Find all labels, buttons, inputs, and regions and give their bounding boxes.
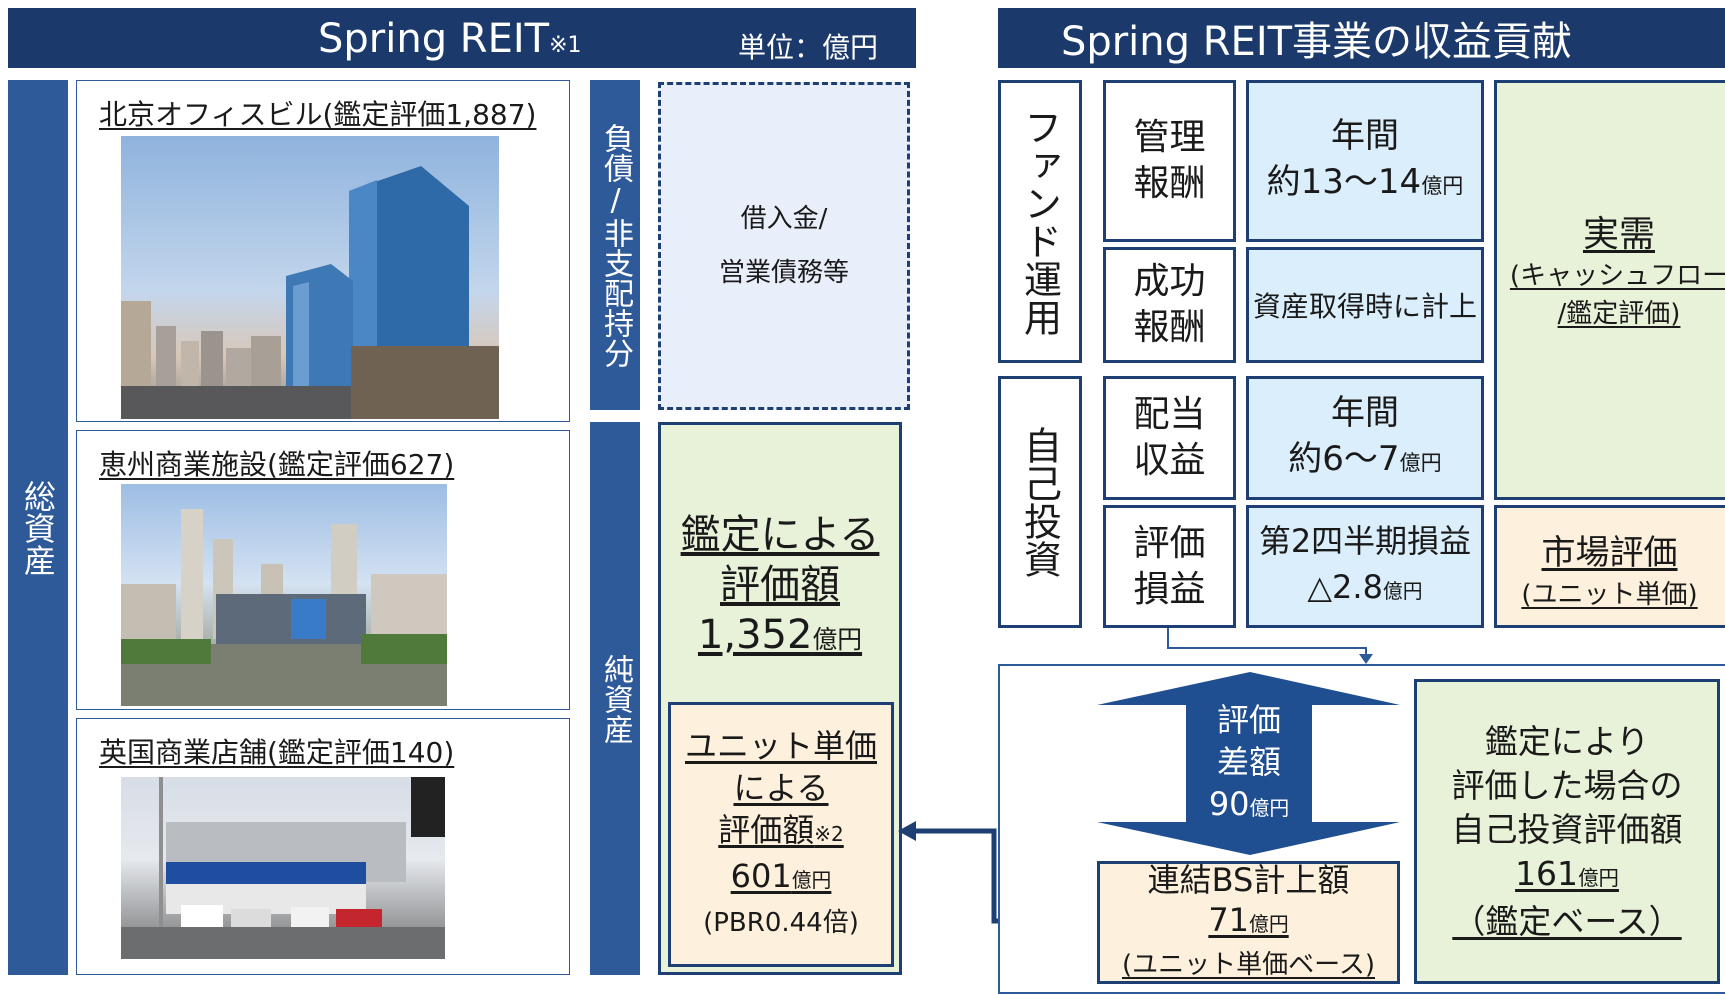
appraisal-value-text: 鑑定による 評価額 1,352億円 xyxy=(660,510,900,665)
mgmt-fee-label: 管理報酬 xyxy=(1103,80,1236,242)
liability-box: 借入金/ 営業債務等 xyxy=(658,82,910,410)
total-assets-bar: 総資産 xyxy=(8,80,68,975)
right-header: Spring REIT事業の収益貢献 xyxy=(998,8,1725,68)
actual-demand-box xyxy=(1494,80,1725,500)
valuation-pl-label: 評価損益 xyxy=(1103,505,1236,628)
uk-retail-photo xyxy=(121,777,445,959)
success-fee-label: 成功報酬 xyxy=(1103,247,1236,363)
beijing-office-photo xyxy=(121,136,499,419)
unit-label: 単位：億円 xyxy=(738,31,879,64)
fund-ops-label: ファンド運用 xyxy=(998,80,1082,363)
diff-arrow-text: 評価 差額 90億円 xyxy=(1208,700,1290,823)
mgmt-fee-value: 年間 約13〜14億円 xyxy=(1246,80,1484,242)
huizhou-mall-photo xyxy=(121,484,447,706)
consolidated-bs-box: 連結BS計上額 71億円 (ユニット単価ベース) xyxy=(1097,861,1400,984)
appraisal-self-invest-box: 鑑定により 評価した場合の 自己投資評価額 161億円 （鑑定ベース） xyxy=(1414,679,1720,984)
unit-price-value: 601億円 xyxy=(730,857,832,895)
property-card-huizhou: 恵州商業施設(鑑定評価627) xyxy=(76,430,570,710)
property-name: 恵州商業施設(鑑定評価627) xyxy=(99,448,455,481)
valuation-pl-value: 第2四半期損益 △2.8億円 xyxy=(1246,505,1484,628)
property-name: 北京オフィスビル(鑑定評価1,887) xyxy=(99,98,537,131)
left-header: Spring REIT※1 単位：億円 xyxy=(8,8,916,68)
unit-price-value-box: ユニット単価 による 評価額※2 601億円 (PBR0.44倍) xyxy=(668,702,894,967)
appraisal-value: 1,352億円 xyxy=(697,612,863,658)
self-invest-label: 自己投資 xyxy=(998,376,1082,628)
market-value-box xyxy=(1494,505,1725,628)
dividend-label: 配当収益 xyxy=(1103,376,1236,500)
dividend-value: 年間 約6〜7億円 xyxy=(1246,376,1484,500)
property-card-beijing: 北京オフィスビル(鑑定評価1,887) xyxy=(76,80,570,422)
success-fee-value: 資産取得時に計上 xyxy=(1246,247,1484,363)
left-title: Spring REIT※1 xyxy=(318,16,582,62)
liability-bar: 負債/非支配持分 xyxy=(590,80,640,410)
property-name: 英国商業店舗(鑑定評価140) xyxy=(99,736,455,769)
actual-demand-text: 実需 (キャッシュフロー /鑑定評価) xyxy=(1509,214,1725,329)
market-value-text: 市場評価 (ユニット単価) xyxy=(1521,533,1698,610)
net-assets-bar: 純資産 xyxy=(590,422,640,975)
property-card-uk: 英国商業店舗(鑑定評価140) xyxy=(76,718,570,975)
